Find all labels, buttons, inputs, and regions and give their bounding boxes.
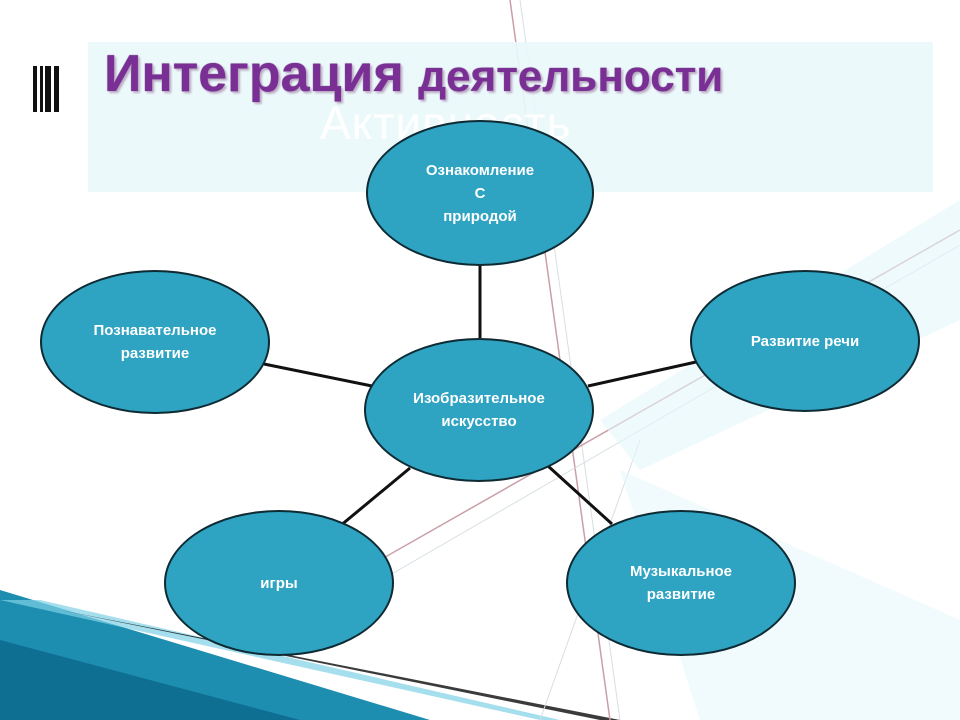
node-bottom-left: игры [164,510,394,656]
node-top: Ознакомление С природой [366,120,594,266]
connector-right [587,360,697,388]
node-bottom-right: Музыкальное развитие [566,510,796,656]
barcode-icon [33,66,59,112]
node-center: Изобразительное искусство [364,338,594,482]
node-right-label: Развитие речи [750,332,860,350]
corner-stripe [0,600,560,720]
connector-bottom-right [546,464,614,526]
node-top-label: Ознакомление С природой [425,161,535,225]
title-second: деятельности [418,52,724,101]
node-right: Развитие речи [690,270,920,412]
connector-left [263,362,373,388]
slide-title: Интеграция деятельности [104,44,904,104]
node-bottom-right-label: Музыкальное развитие [629,563,733,603]
corner-wedge-deep [0,640,300,720]
title-main: Интеграция [104,45,404,103]
connector-bottom-left [339,466,411,528]
node-left-label: Познавательное развитие [93,322,217,362]
node-left: Познавательное развитие [40,270,270,414]
corner-shadow-line [60,610,620,720]
node-bottom-left-label: игры [260,574,298,592]
node-center-label: Изобразительное искусство [413,390,545,430]
